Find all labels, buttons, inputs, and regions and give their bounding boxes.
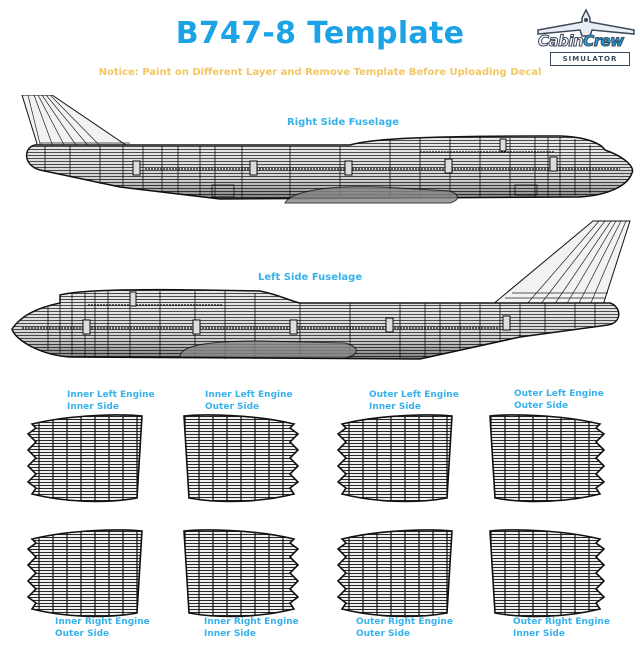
logo-wordmark: CabinCrew [537, 32, 625, 51]
engine-label-outer-left-inner: Outer Left Engine Inner Side [369, 389, 459, 413]
engine-label-outer-left-outer: Outer Left Engine Outer Side [514, 388, 604, 412]
engine-label-inner-left-inner: Inner Left Engine Inner Side [67, 389, 155, 413]
engine-label-inner-right-outer: Inner Right Engine Outer Side [55, 616, 150, 640]
engine-wireframes [27, 414, 605, 618]
right-fuselage-label: Right Side Fuselage [287, 117, 400, 128]
engine-label-line2: Inner Side [204, 629, 256, 639]
engine-label-line2: Outer Side [514, 401, 569, 411]
engine-label-line1: Inner Left Engine [67, 390, 155, 400]
engine-label-line1: Outer Right Engine [513, 617, 610, 627]
engine-label-line1: Outer Left Engine [514, 389, 604, 399]
engine-outer-left-inner [337, 414, 453, 503]
logo-word-cabin: Cabin [537, 32, 584, 51]
engine-label-inner-right-inner: Inner Right Engine Inner Side [204, 616, 299, 640]
engine-inner-right-inner [183, 529, 299, 618]
engine-inner-left-outer [183, 414, 299, 503]
engine-label-line1: Outer Left Engine [369, 390, 459, 400]
logo-word-crew: Crew [583, 32, 625, 51]
engine-label-line2: Outer Side [55, 629, 110, 639]
right-side-fuselage-wireframe [21, 95, 634, 204]
engine-outer-right-outer [337, 529, 453, 618]
airplane-icon [537, 8, 635, 37]
engine-label-line2: Outer Side [205, 402, 260, 412]
engine-label-line2: Outer Side [356, 629, 411, 639]
engine-outer-left-outer [489, 414, 605, 503]
engine-inner-left-inner [27, 414, 143, 503]
engine-label-outer-right-inner: Outer Right Engine Inner Side [513, 616, 610, 640]
notice-text: Notice: Paint on Different Layer and Rem… [98, 67, 542, 78]
logo-subtitle: SIMULATOR [550, 52, 630, 66]
engine-outer-right-inner [489, 529, 605, 618]
page-title: B747-8 Template [175, 16, 465, 51]
engine-label-line1: Inner Right Engine [204, 617, 299, 627]
engine-label-line2: Inner Side [67, 402, 119, 412]
engine-label-line2: Inner Side [513, 629, 565, 639]
cabin-crew-logo: CabinCrew SIMULATOR [534, 8, 638, 68]
engine-label-outer-right-outer: Outer Right Engine Outer Side [356, 616, 453, 640]
left-side-fuselage-wireframe [11, 220, 631, 360]
engine-label-line1: Inner Right Engine [55, 617, 150, 627]
engine-label-line1: Inner Left Engine [205, 390, 293, 400]
engine-label-line2: Inner Side [369, 402, 421, 412]
engine-label-line1: Outer Right Engine [356, 617, 453, 627]
engine-label-inner-left-outer: Inner Left Engine Outer Side [205, 389, 293, 413]
engine-inner-right-outer [27, 529, 143, 618]
left-fuselage-label: Left Side Fuselage [258, 272, 363, 283]
